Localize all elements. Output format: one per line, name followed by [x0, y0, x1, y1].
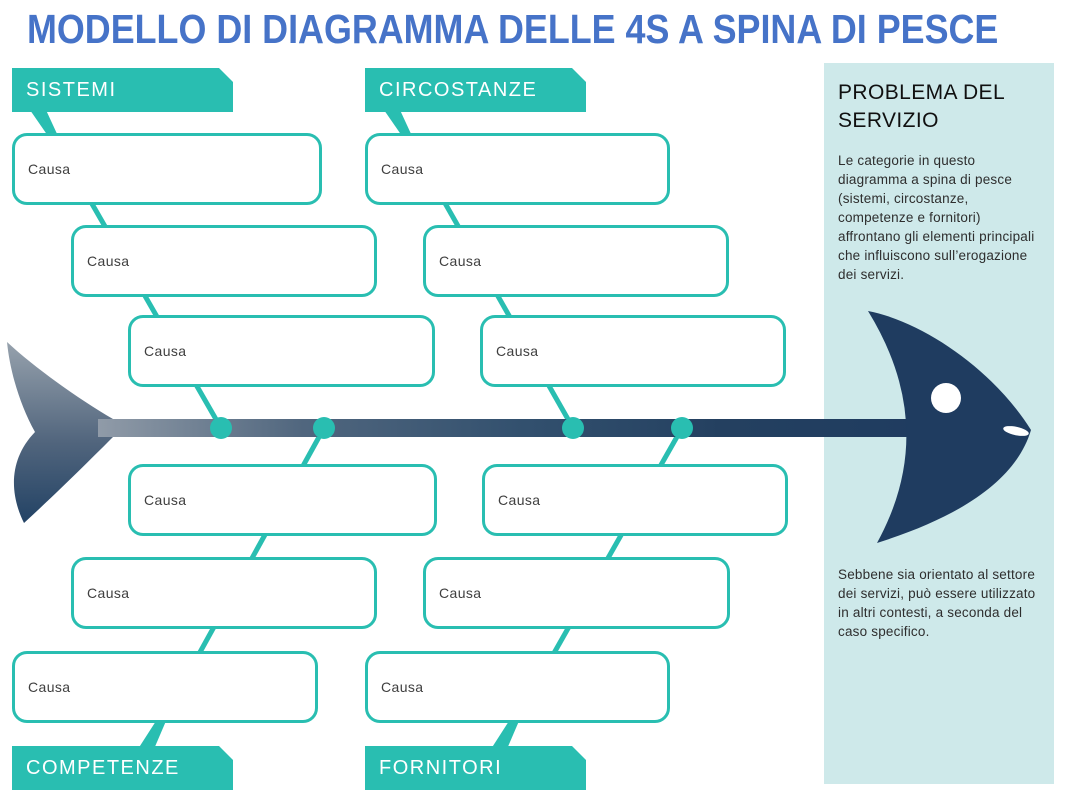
- problem-panel-paragraph-1: Le categorie in questo diagramma a spina…: [838, 153, 1035, 282]
- branch-stub-competenze: [138, 721, 166, 749]
- cause-box-fornitori-3[interactable]: Causa: [365, 651, 670, 723]
- spine-dot-sistemi: [210, 417, 232, 439]
- branch-stubs: [30, 110, 519, 749]
- cause-box-fornitori-1[interactable]: Causa: [482, 464, 788, 536]
- category-label-fornitori: FORNITORI: [379, 756, 503, 779]
- cause-box-fornitori-2[interactable]: Causa: [423, 557, 730, 629]
- cause-box-competenze-1[interactable]: Causa: [128, 464, 437, 536]
- fish-eye-icon: [931, 383, 961, 413]
- cause-box-circostanze-1[interactable]: Causa: [365, 133, 670, 205]
- fish-mouth-icon: [1003, 426, 1029, 436]
- spine-dots: [210, 417, 693, 439]
- branch-stub-sistemi: [30, 110, 58, 136]
- cause-box-sistemi-2[interactable]: Causa: [71, 225, 377, 297]
- spine-dot-circostanze: [562, 417, 584, 439]
- problem-panel-paragraph-2: Sebbene sia orientato al settore dei ser…: [838, 567, 1036, 639]
- category-banner-circostanze[interactable]: CIRCOSTANZE: [365, 68, 586, 112]
- branch-stub-fornitori: [491, 721, 519, 749]
- problem-panel-heading: PROBLEMA DEL SERVIZIO: [838, 81, 1005, 132]
- category-label-circostanze: CIRCOSTANZE: [379, 78, 538, 101]
- cause-box-sistemi-3[interactable]: Causa: [128, 315, 435, 387]
- cause-box-circostanze-3[interactable]: Causa: [480, 315, 786, 387]
- category-label-competenze: COMPETENZE: [26, 756, 180, 779]
- category-banner-competenze[interactable]: COMPETENZE: [12, 746, 233, 790]
- branch-stub-circostanze: [384, 110, 412, 136]
- page-title: MODELLO DI DIAGRAMMA DELLE 4S A SPINA DI…: [27, 6, 999, 52]
- category-banner-sistemi[interactable]: SISTEMI: [12, 68, 233, 112]
- cause-box-competenze-3[interactable]: Causa: [12, 651, 318, 723]
- category-label-sistemi: SISTEMI: [26, 78, 117, 101]
- fish-head-icon: [868, 311, 1031, 543]
- cause-box-circostanze-2[interactable]: Causa: [423, 225, 729, 297]
- fish-spine: [98, 419, 920, 437]
- spine-dot-competenze: [313, 417, 335, 439]
- category-banner-fornitori[interactable]: FORNITORI: [365, 746, 586, 790]
- fish-tail-icon: [7, 342, 113, 523]
- cause-box-sistemi-1[interactable]: Causa: [12, 133, 322, 205]
- spine-dot-fornitori: [671, 417, 693, 439]
- cause-box-competenze-2[interactable]: Causa: [71, 557, 377, 629]
